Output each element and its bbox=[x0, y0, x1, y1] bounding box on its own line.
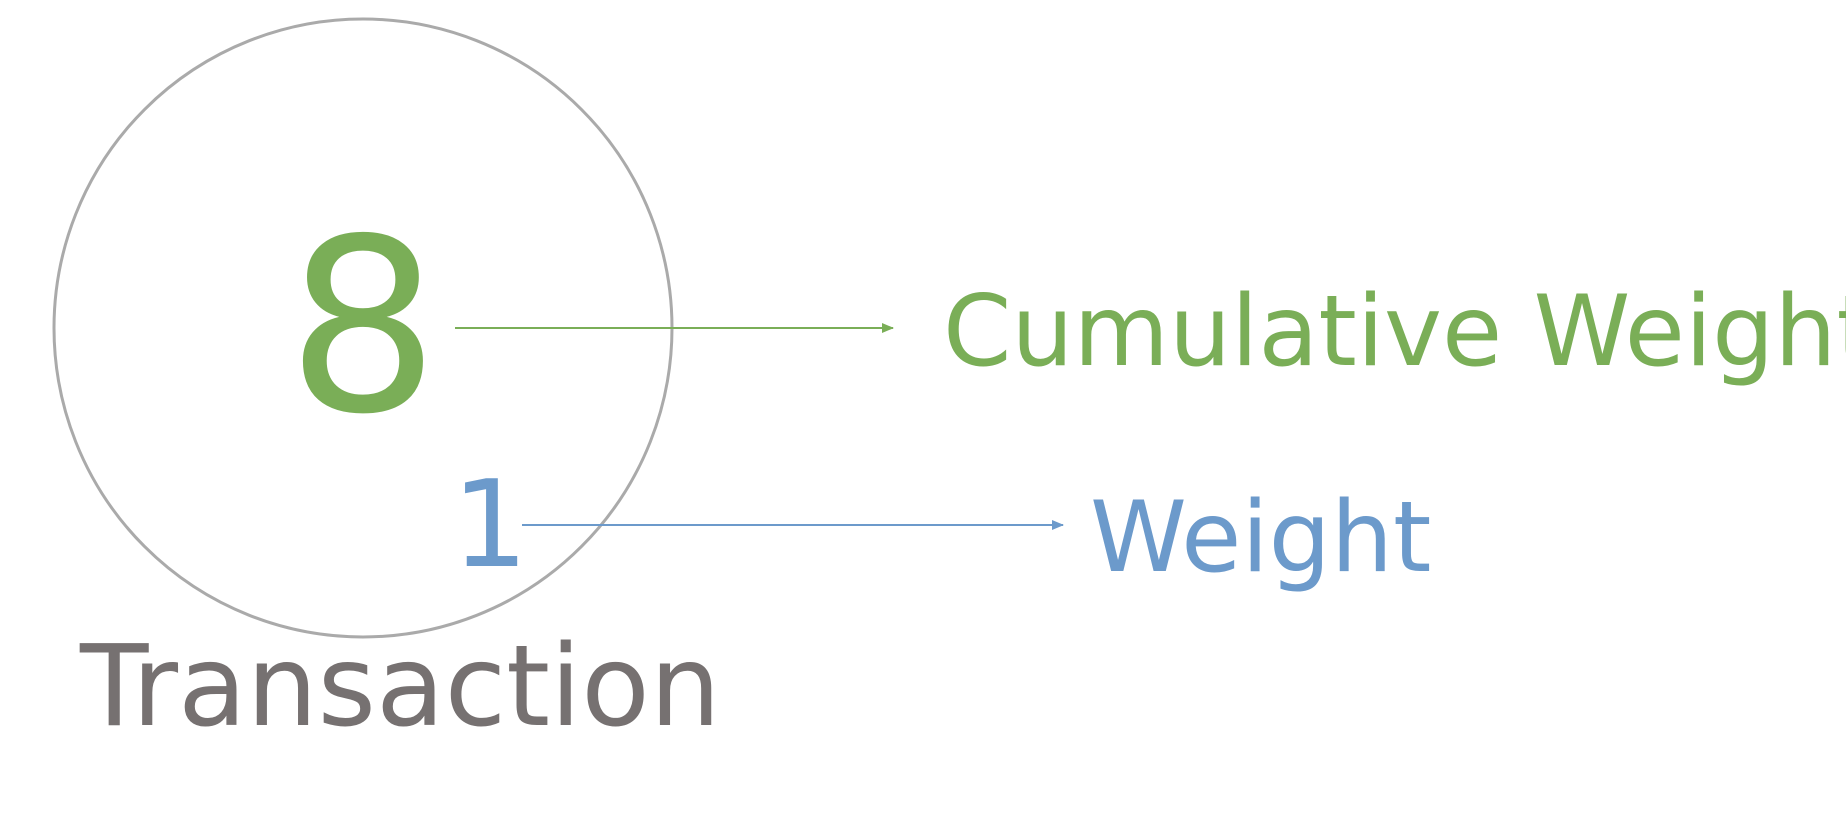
transaction-label: Transaction bbox=[79, 622, 721, 752]
weight-label: Weight bbox=[1090, 481, 1431, 595]
weight-value: 1 bbox=[452, 456, 528, 595]
cumulative-weight-value: 8 bbox=[287, 187, 440, 467]
cumulative-weight-label: Cumulative Weight bbox=[943, 275, 1846, 389]
